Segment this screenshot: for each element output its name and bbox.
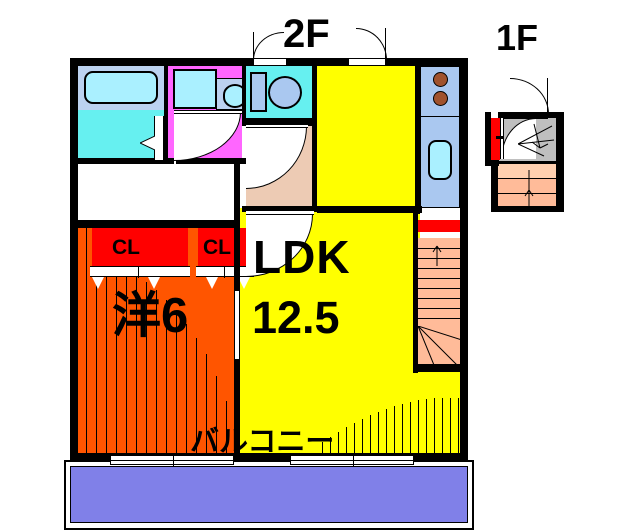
wall-bath-washroom	[164, 66, 168, 158]
wall-bath-bottom	[70, 158, 168, 164]
toilet-tank	[250, 72, 267, 112]
wall-1f-top	[498, 112, 556, 118]
stair-winder-lines	[417, 325, 463, 371]
ldk-floor-upper	[316, 66, 420, 208]
stair-winder-1f	[517, 122, 556, 158]
closet-slider-marker	[238, 277, 250, 289]
stove-burner-icon	[433, 72, 448, 87]
kitchen-sink-icon	[428, 140, 452, 180]
closet-right-block	[198, 228, 252, 266]
stair-up-arrow-1f	[524, 168, 534, 206]
stair-tread	[418, 298, 462, 299]
closet-slider-marker	[92, 277, 104, 289]
shoe-cabinet-upper	[491, 118, 500, 160]
balcony-label: バルコニー	[190, 426, 335, 458]
stair-tread	[418, 248, 462, 249]
wall-1f-entry-stair-divider	[498, 161, 556, 164]
toilet-icon	[268, 76, 302, 109]
stair-marker-top	[418, 220, 462, 232]
closet-left-block-notch	[92, 228, 172, 250]
stair-tread	[418, 288, 462, 289]
ldk-floor-hatch	[316, 398, 460, 453]
kitchen-counter-divider	[420, 116, 460, 117]
stair-tread-1f-top	[498, 164, 556, 178]
exterior-wall-bottom	[70, 453, 468, 461]
ldk-size-label: 12.5	[252, 292, 340, 343]
door-track-dots	[235, 228, 238, 290]
kitchen-counter	[420, 66, 460, 208]
stair-up-arrow	[432, 244, 442, 266]
western-room-floor-hatch	[78, 226, 234, 453]
wall-washroom-toilet	[242, 66, 246, 124]
bathroom-door-marker-outline	[138, 135, 156, 151]
sliding-door-balcony-left[interactable]	[110, 455, 234, 466]
floor-plan-canvas: 2F 1F	[64, 12, 566, 530]
wall-kitchen-left	[415, 66, 420, 214]
first-floor-unit	[485, 78, 566, 212]
wall-washroom-bottom	[168, 158, 246, 164]
wall-1f-bottom	[491, 206, 564, 212]
stair-tread	[418, 318, 462, 319]
wall-toilet-bottom	[242, 118, 316, 126]
wall-ldk-partition	[317, 206, 422, 213]
closet-left-sliding-doors[interactable]	[90, 266, 190, 278]
door-leaf-ldk	[246, 210, 314, 215]
closet-right-sliding-doors[interactable]	[196, 266, 254, 278]
second-floor-unit: CL CL	[64, 28, 474, 530]
stair-tread	[418, 278, 462, 279]
door-swing-entrance	[356, 28, 387, 60]
door-opening-washroom[interactable]	[174, 158, 176, 164]
stair-tread	[418, 258, 462, 259]
closet-right-label: CL	[203, 236, 231, 259]
stair-tread	[418, 308, 462, 309]
ldk-label: LDK	[253, 231, 351, 283]
bathroom-door[interactable]	[154, 116, 164, 160]
wall-closet-top	[78, 220, 234, 228]
wall-hall-bottom	[242, 206, 317, 212]
bathtub-icon	[84, 71, 158, 104]
closet-slider-marker	[206, 277, 218, 289]
floor-title-2f: 2F	[283, 12, 330, 56]
wall-stairs-bottom	[413, 364, 468, 372]
stove-burner-icon	[433, 91, 448, 106]
door-leaf-toilet	[253, 32, 254, 59]
balcony-rail-outline	[64, 460, 474, 530]
door-leaf-toilet-inner	[246, 124, 308, 128]
exterior-wall-left	[70, 58, 78, 461]
wall-1f-left-lower	[491, 160, 498, 212]
bathroom-door-marker	[140, 136, 155, 150]
entrance-door-leaf	[547, 78, 548, 113]
floor-title-1f: 1F	[496, 17, 539, 58]
exterior-wall-right	[460, 58, 468, 461]
door-track-western-room	[236, 228, 237, 290]
sliding-door-balcony-right[interactable]	[290, 455, 414, 466]
stair-tread-1f	[498, 178, 556, 179]
closet-left-label: CL	[112, 236, 140, 259]
wall-stairs-left	[413, 213, 418, 373]
wall-hall-right	[312, 66, 317, 208]
door-handle-icon-1f	[496, 136, 503, 139]
western-room-label: 洋6	[112, 289, 189, 343]
door-leaf-western-room	[234, 290, 240, 360]
wall-1f-left-upper	[485, 112, 491, 166]
door-leaf-entrance	[385, 28, 386, 59]
door-swing-toilet	[253, 32, 284, 60]
entrance-door-swing	[510, 78, 549, 114]
stair-tread	[418, 268, 462, 269]
closet-slider-marker	[148, 277, 160, 289]
wall-1f-right	[556, 112, 564, 212]
door-leaf-washroom	[174, 110, 242, 114]
washing-machine-icon	[173, 69, 217, 109]
